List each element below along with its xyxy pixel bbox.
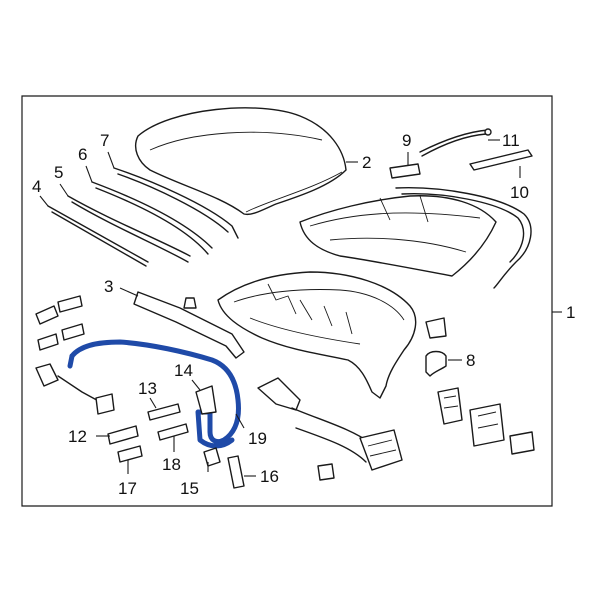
- part-frame-linkage: [217, 271, 417, 399]
- part-small-bolt: [183, 297, 197, 309]
- part-10-strip: [469, 149, 533, 171]
- part-center-mechanism: [257, 377, 403, 471]
- callout-10: 10: [510, 183, 529, 202]
- part-15-piece: [203, 447, 221, 467]
- callout-2: 2: [362, 153, 371, 172]
- callout-16: 16: [260, 467, 279, 486]
- callout-11: 11: [502, 131, 520, 150]
- callout-14: 14: [174, 361, 193, 380]
- part-13-piece: [147, 403, 181, 421]
- part-19-seal-highlighted: [67, 339, 241, 449]
- part-14-piece: [195, 385, 217, 415]
- callout-19: 19: [248, 429, 267, 448]
- callout-15: 15: [180, 479, 199, 498]
- part-10-rail: [395, 187, 532, 289]
- part-latch-small: [425, 317, 447, 339]
- part-right-hardware-a: [437, 387, 463, 425]
- callout-5: 5: [54, 163, 63, 182]
- part-right-hardware-c: [509, 431, 535, 455]
- part-7-strip: [113, 167, 239, 239]
- part-right-hardware-b: [469, 403, 505, 447]
- part-9-clip: [389, 163, 421, 179]
- part-11-rod: [419, 128, 492, 157]
- callout-17: 17: [118, 479, 137, 498]
- part-6-strip: [91, 181, 213, 255]
- part-rear-deck: [299, 195, 497, 277]
- callout-4: 4: [32, 177, 41, 196]
- callout-18: 18: [162, 455, 181, 474]
- part-8-bracket: [425, 350, 447, 377]
- part-small-clip: [317, 463, 335, 481]
- part-4-strip: [47, 205, 149, 267]
- part-5-strip: [67, 195, 191, 263]
- part-left-pieces: [35, 295, 85, 351]
- part-12-piece: [107, 425, 139, 445]
- part-18-piece: [157, 423, 189, 441]
- callout-6: 6: [78, 145, 87, 164]
- leader-lines: [39, 139, 562, 477]
- callout-9: 9: [402, 131, 411, 150]
- callout-3: 3: [104, 277, 113, 296]
- part-16-piece: [227, 455, 245, 489]
- callout-7: 7: [100, 131, 109, 150]
- callout-labels: 1 2 3 4 5 6 7 8 9 10 11 12 13 14 15 16 1…: [32, 131, 575, 498]
- assembly-frame: [21, 95, 553, 507]
- callout-12: 12: [68, 427, 87, 446]
- callout-1: 1: [566, 303, 575, 322]
- callout-8: 8: [466, 351, 475, 370]
- part-3-crossbar: [133, 291, 245, 359]
- part-17-piece: [117, 445, 143, 463]
- callout-13: 13: [138, 379, 157, 398]
- part-left-hinge: [35, 363, 115, 415]
- part-2-top-cover: [134, 107, 347, 216]
